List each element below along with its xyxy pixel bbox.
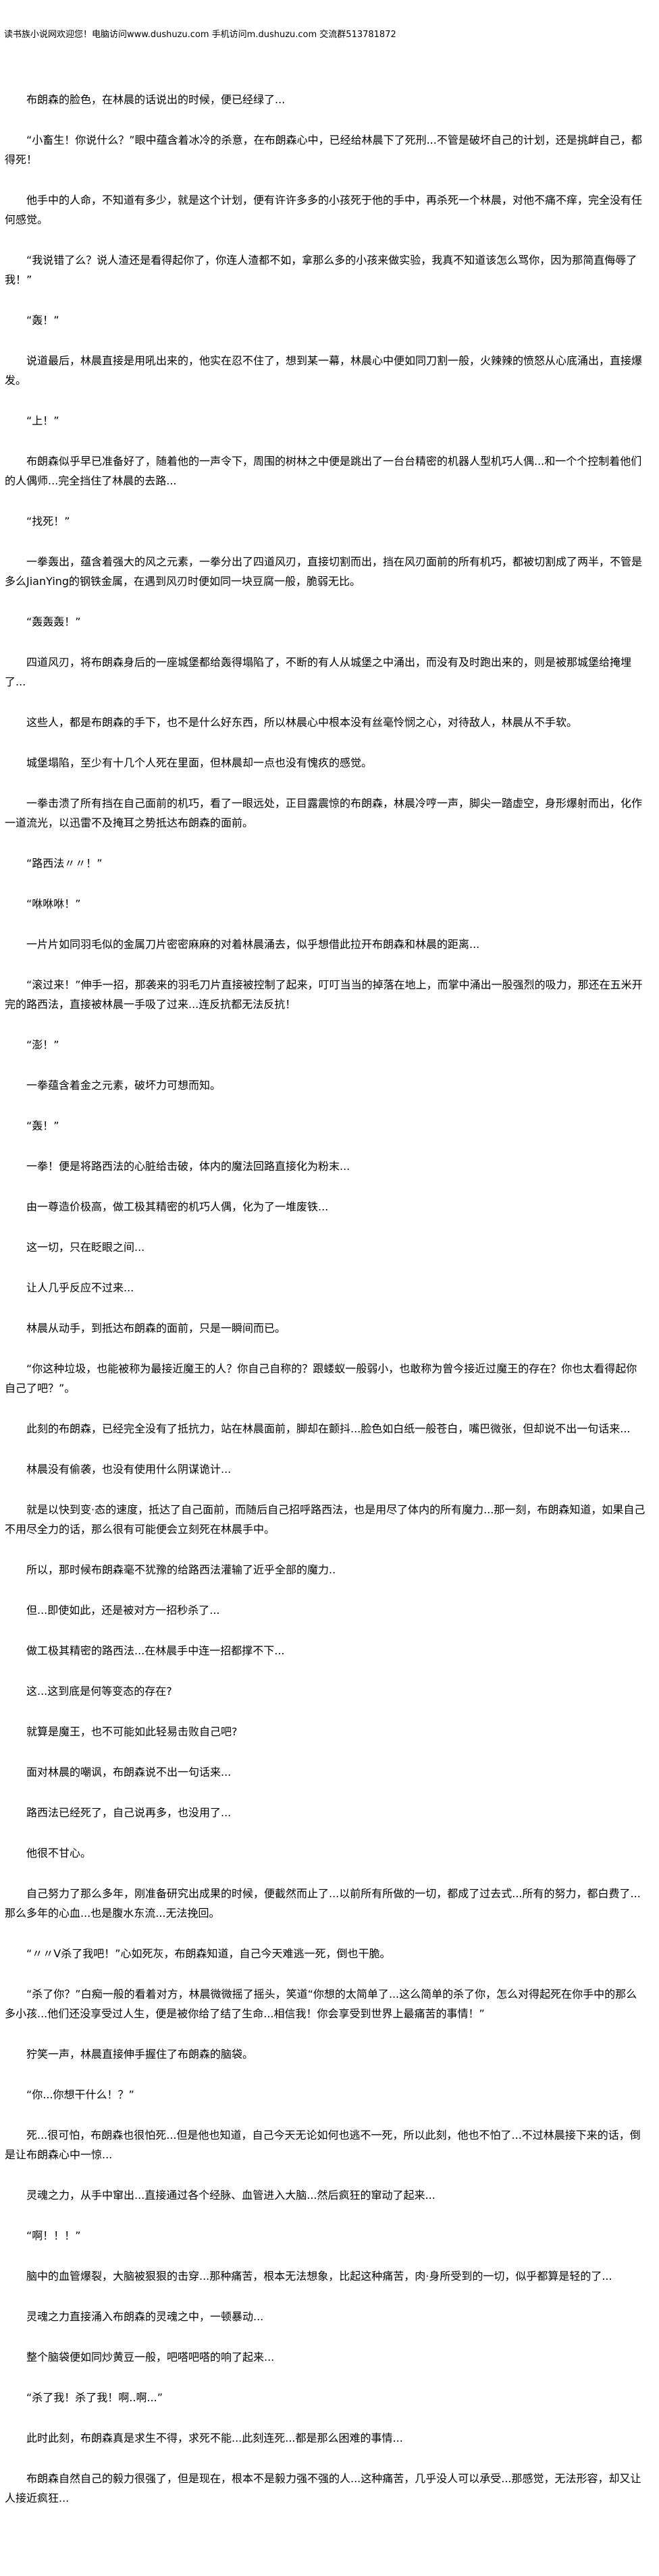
paragraph: 就算是魔王，也不可能如此轻易击败自己吧? xyxy=(26,1725,238,1738)
paragraph: 一片片如同羽毛似的金属刀片密密麻麻的对着林晨涌去，似乎想借此拉开布朗森和林晨的距… xyxy=(26,938,480,951)
paragraph: 自己努力了那么多年，刚准备研究出成果的时候，便截然而止了...以前所有所做的一切… xyxy=(5,1887,641,1920)
paragraph: “你...你想干什么！？” xyxy=(26,2088,134,2101)
paragraph: 一拳蕴含着金之元素，破坏力可想而知。 xyxy=(26,1079,221,1092)
chapter-body: 布朗森的脸色，在林晨的话说出的时候，便已经绿了... “小畜生！你说什么？”眼中蕴… xyxy=(5,90,648,2529)
paragraph: 所以，那时候布朗森毫不犹豫的给路西法灌输了近乎全部的魔力.. xyxy=(26,1563,336,1576)
paragraph: 布朗森的脸色，在林晨的话说出的时候，便已经绿了... xyxy=(26,93,286,106)
paragraph: “小畜生！你说什么？”眼中蕴含着冰冷的杀意，在布朗森心中，已经给林晨下了死刑..… xyxy=(5,134,642,166)
paragraph: “轰！” xyxy=(26,314,59,327)
paragraph: “找死！” xyxy=(26,515,70,528)
paragraph: 做工极其精密的路西法...在林晨手中连一招都撑不下... xyxy=(26,1644,285,1657)
paragraph: 一拳轰出，蕴含着强大的风之元素，一拳分出了四道风刃，直接切割而出，挡在风刃面前的… xyxy=(5,555,643,588)
paragraph: 这些人，都是布朗森的手下，也不是什么好东西，所以林晨心中根本没有丝毫怜悯之心，对… xyxy=(26,716,578,729)
paragraph: 路西法已经死了，自己说再多，也没用了... xyxy=(26,1806,232,1819)
paragraph: “上！” xyxy=(26,414,59,427)
paragraph: 林晨从动手，到抵达布朗森的面前，只是一瞬间而已。 xyxy=(26,1322,286,1335)
site-banner: 读书族小说网欢迎您！电脑访问www.dushuzu.com 手机访问m.dush… xyxy=(4,30,396,40)
paragraph: “杀了我！杀了我！啊..啊...” xyxy=(26,2391,163,2404)
paragraph: “路西法〃〃！” xyxy=(26,857,103,870)
paragraph: 布朗森自然自己的毅力很强了，但是现在，根本不是毅力强不强的人...这种痛苦，几乎… xyxy=(5,2472,641,2504)
paragraph: 四道风刃，将布朗森身后的一座城堡都给轰得塌陷了，不断的有人从城堡之中涌出，而没有… xyxy=(5,656,632,688)
paragraph: 灵魂之力，从手中窜出...直接通过各个经脉、血管进入大脑...然后疯狂的窜动了起… xyxy=(26,2189,436,2202)
paragraph: “你这种垃圾，也能被称为最接近魔王的人？你自己自称的？跟蝼蚁一般弱小，也敢称为曾… xyxy=(5,1362,637,1395)
paragraph: 他很不甘心。 xyxy=(26,1847,92,1859)
paragraph: 脑中的血管爆裂，大脑被狠狠的击穿...那种痛苦，根本无法想象，比起这种痛苦，肉·… xyxy=(26,2270,612,2283)
paragraph: 面对林晨的嘲讽，布朗森说不出一句话来... xyxy=(26,1766,232,1779)
paragraph: 但...即使如此，还是被对方一招秒杀了... xyxy=(26,1604,220,1617)
paragraph: 灵魂之力直接涌入布朗森的灵魂之中，一顿暴动... xyxy=(26,2310,264,2323)
paragraph: 整个脑袋便如同炒黄豆一般，吧嗒吧嗒的响了起来... xyxy=(26,2351,275,2363)
paragraph: “咻咻咻！” xyxy=(26,897,81,910)
paragraph: 这...这到底是何等变态的存在? xyxy=(26,1685,172,1698)
paragraph: “啊！！！” xyxy=(26,2229,81,2242)
paragraph: 他手中的人命，不知道有多少，就是这个计划，便有许许多多的小孩死于他的手中，再杀死… xyxy=(5,194,643,226)
paragraph: 布朗森似乎早已准备好了，随着他的一声令下，周围的树林之中便是跳出了一台台精密的机… xyxy=(5,455,642,487)
paragraph: “澎！” xyxy=(26,1038,59,1051)
paragraph: 此时此刻，布朗森真是求生不得，求死不能...此刻连死...都是那么困难的事情..… xyxy=(26,2432,403,2444)
paragraph: 死...很可怕，布朗森也很怕死...但是他也知道，自己今天无论如何也逃不一死，所… xyxy=(5,2129,641,2161)
paragraph: “滚过来！”伸手一招，那袭来的羽毛刀片直接被控制了起来，叮叮当当的掉落在地上，而… xyxy=(5,978,643,1011)
paragraph: 就是以快到变·态的速度，抵达了自己面前，而随后自己招呼路西法，也是用尽了体内的所… xyxy=(5,1503,645,1536)
paragraph: 林晨没有偷袭，也没有使用什么阴谋诡计... xyxy=(26,1463,232,1476)
paragraph: “轰轰轰！” xyxy=(26,615,81,628)
paragraph: “〃〃V杀了我吧！”心如死灰，布朗森知道，自己今天难逃一死，倒也干脆。 xyxy=(26,1947,391,1960)
paragraph: 一拳！便是将路西法的心脏给击破，体内的魔法回路直接化为粉末... xyxy=(26,1160,350,1173)
paragraph: 城堡塌陷，至少有十几个人死在里面，但林晨却一点也没有愧疚的感觉。 xyxy=(26,756,373,769)
paragraph: 狞笑一声，林晨直接伸手握住了布朗森的脑袋。 xyxy=(26,2048,254,2061)
paragraph: “杀了你？”白痴一般的看着对方，林晨微微摇了摇头，笑道“你想的太简单了...这么… xyxy=(5,1988,637,2020)
paragraph: 由一尊造价极高，做工极其精密的机巧人偶，化为了一堆废铁... xyxy=(26,1200,329,1213)
paragraph: 一拳击溃了所有挡在自己面前的机巧，看了一眼远处，正目露震惊的布朗森，林晨冷哼一声… xyxy=(5,797,643,829)
paragraph: “轰！” xyxy=(26,1119,59,1132)
paragraph: 这一切，只在眨眼之间... xyxy=(26,1241,145,1254)
paragraph: “我说错了么？说人渣还是看得起你了，你连人渣都不如，拿那么多的小孩来做实验，我真… xyxy=(5,254,637,286)
paragraph: 此刻的布朗森，已经完全没有了抵抗力，站在林晨面前，脚却在颤抖...脸色如白纸一般… xyxy=(26,1422,631,1435)
paragraph: 让人几乎反应不过来... xyxy=(26,1281,134,1294)
paragraph: 说道最后，林晨直接是用吼出来的，他实在忍不住了，想到某一幕，林晨心中便如同刀割一… xyxy=(5,354,643,387)
